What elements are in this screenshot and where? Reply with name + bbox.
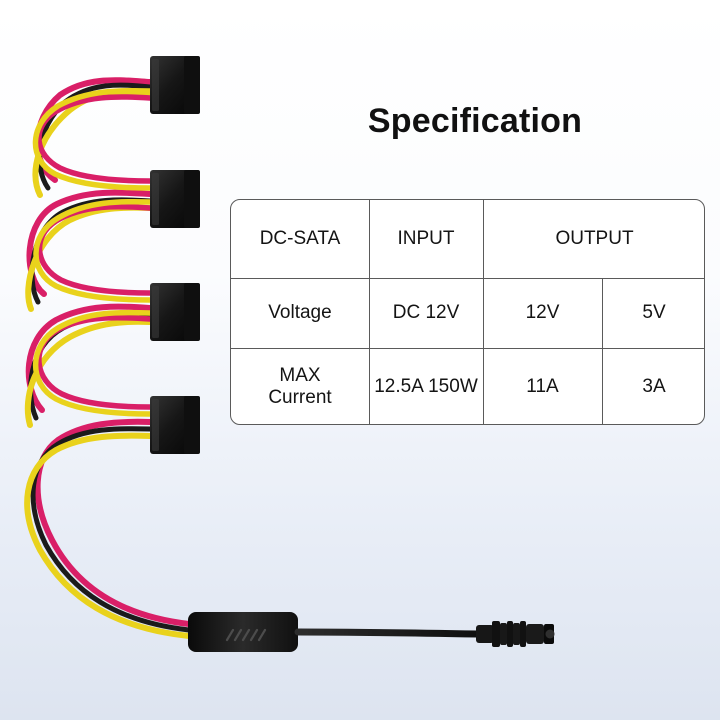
max-current-output-12v: 11A	[526, 376, 559, 398]
cable-strand-upper-yellow	[32, 87, 153, 191]
cable-strand-bottom-black	[30, 426, 192, 633]
voltage-output-12v: 12V	[525, 302, 560, 324]
table-divider-row-2	[231, 348, 704, 349]
inline-switch-box-icon	[188, 612, 298, 652]
table-divider-row-1	[231, 278, 704, 279]
table-header-output: OUTPUT	[555, 228, 634, 250]
max-current-output-5v: 3A	[642, 376, 666, 398]
voltage-input: DC 12V	[392, 302, 460, 324]
cable-strand-lower-red	[36, 314, 153, 410]
page-title: Specification	[367, 102, 583, 140]
cable-bundle	[24, 77, 192, 639]
dc-jack-icon	[294, 621, 555, 647]
max-current-input: 12.5A 150W	[374, 376, 478, 398]
cable-strand-bottom-red	[34, 418, 192, 627]
cable-strand-bottom-yellow	[24, 432, 192, 639]
table-divider-col-1	[369, 200, 370, 424]
table-header-dc-sata: DC-SATA	[259, 228, 341, 250]
cable-strand-lower-yellow	[33, 309, 153, 417]
spec-table: DC-SATA INPUT OUTPUT Voltage DC 12V 12V …	[230, 199, 705, 425]
table-divider-col-3	[602, 278, 603, 424]
sata-connector-icon	[150, 56, 200, 454]
cable-strand-upper-red	[36, 94, 153, 184]
cable-strand-mid-yellow	[33, 198, 153, 303]
cable-strand-mid-red	[37, 203, 153, 296]
max-current-label: MAX Current	[268, 365, 332, 408]
voltage-output-5v: 5V	[642, 302, 666, 324]
table-divider-col-2	[483, 200, 484, 424]
voltage-label: Voltage	[268, 302, 332, 324]
cable-strand-third-yellow	[24, 318, 153, 428]
table-header-input: INPUT	[397, 228, 455, 250]
